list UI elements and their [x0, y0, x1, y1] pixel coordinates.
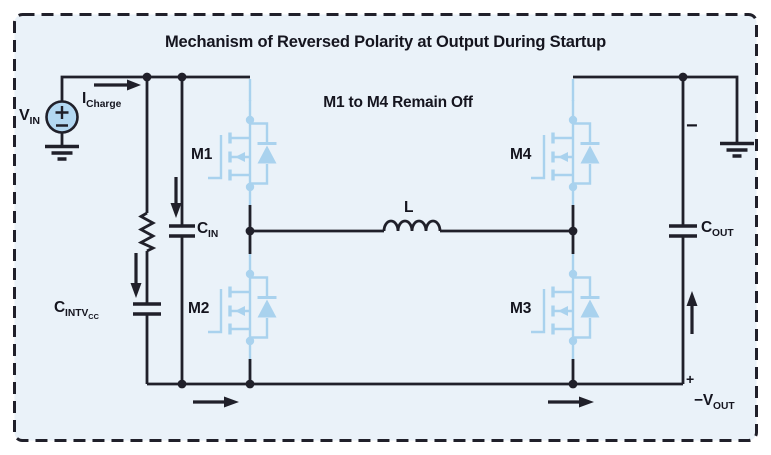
label-vin: VIN — [19, 107, 41, 128]
capacitor-cintvcc-symbol — [133, 302, 161, 316]
capacitor-cout-symbol — [669, 224, 697, 238]
label-vout: −VOUT — [694, 392, 735, 413]
current-arrow-cintvcc-down — [130, 253, 142, 298]
resistor-symbol — [137, 211, 157, 253]
figure-title: Mechanism of Reversed Polarity at Output… — [165, 33, 606, 51]
current-arrow-bottom-right — [548, 396, 594, 408]
label-output-plus: + — [686, 371, 694, 387]
label-icharge: ICharge — [82, 90, 122, 111]
label-cout: COUT — [701, 219, 734, 240]
label-inductor: L — [404, 199, 414, 216]
mosfet-drain-risers — [248, 79, 575, 101]
junction-dots — [142, 72, 688, 389]
label-m3: M3 — [510, 300, 532, 317]
label-output-minus: − — [686, 115, 698, 137]
current-arrow-output-up — [686, 291, 698, 334]
inductor-symbol — [382, 219, 442, 232]
current-arrow-icharge — [94, 79, 141, 91]
label-cin: CIN — [197, 220, 219, 241]
current-arrow-cin-down — [170, 177, 182, 218]
label-cintvcc: CINTVCC — [54, 299, 99, 322]
vin-polarity-marks — [55, 106, 69, 127]
ground-icon-right — [720, 141, 754, 158]
figure-annotation: M1 to M4 Remain Off — [323, 94, 473, 111]
wire-top-right-rail — [573, 75, 739, 143]
current-arrow-bottom-left — [193, 396, 239, 408]
capacitor-cin-symbol — [169, 224, 195, 238]
label-m2: M2 — [188, 300, 210, 317]
label-m4: M4 — [510, 146, 532, 163]
wire-top-left-rail — [60, 75, 250, 102]
ground-icon-left — [45, 144, 79, 161]
label-m1: M1 — [191, 146, 213, 163]
wire-mosfet-stubs — [248, 205, 575, 384]
